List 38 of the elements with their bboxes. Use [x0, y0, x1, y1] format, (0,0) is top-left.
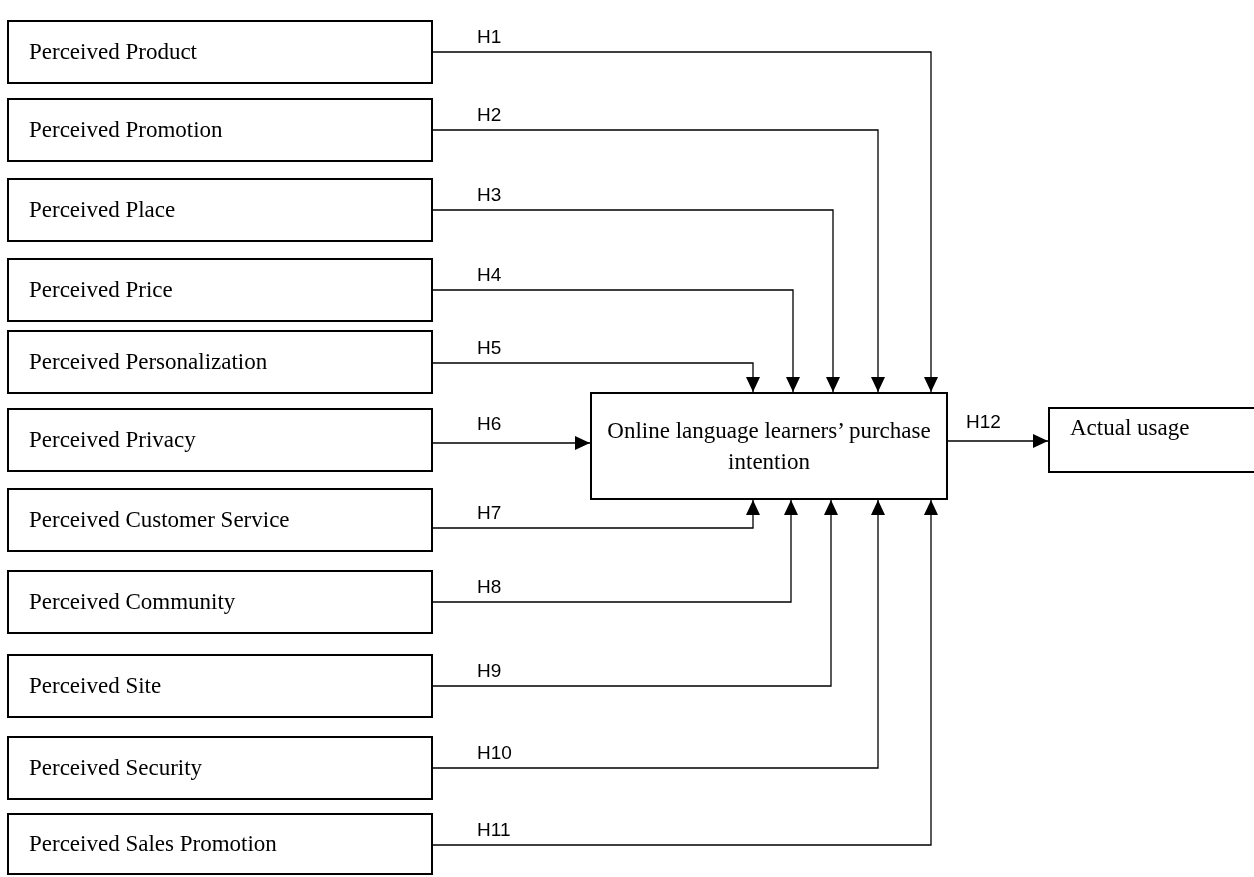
variable-box — [7, 736, 433, 800]
variable-box — [7, 20, 433, 84]
variable-box — [7, 654, 433, 718]
arrow — [432, 499, 938, 846]
arrow — [432, 129, 885, 393]
arrow — [432, 289, 800, 393]
node-text: Online language learners’ purchase intention — [606, 417, 932, 476]
arrow — [432, 51, 938, 393]
variable-box — [7, 813, 433, 875]
node-text: Perceived Price — [29, 277, 173, 303]
node-text: Perceived Personalization — [29, 349, 268, 375]
node-text: Perceived Promotion — [29, 117, 223, 143]
arrow — [947, 434, 1049, 448]
node-text: Perceived Site — [29, 673, 162, 699]
arrow — [432, 499, 838, 687]
arrow — [432, 499, 885, 769]
node-text: Perceived Community — [29, 589, 236, 615]
node-text: Perceived Sales Promotion — [29, 831, 277, 857]
variable-box — [7, 258, 433, 322]
variable-box — [7, 98, 433, 162]
variable-box — [1048, 407, 1254, 473]
variable-box — [7, 408, 433, 472]
construct-box — [590, 392, 948, 500]
variable-box — [7, 488, 433, 552]
arrow — [432, 209, 840, 393]
node-text: Actual usage — [1070, 415, 1190, 441]
variable-box — [7, 178, 433, 242]
variable-box — [7, 570, 433, 634]
arrow — [432, 362, 760, 393]
node-text: Perceived Place — [29, 197, 176, 223]
arrow — [432, 499, 798, 603]
node-text: Perceived Privacy — [29, 427, 196, 453]
node-text: Perceived Product — [29, 39, 197, 65]
arrow — [432, 436, 591, 450]
arrow — [432, 499, 760, 529]
variable-box — [7, 330, 433, 394]
node-text: Perceived Security — [29, 755, 203, 781]
node-text: Perceived Customer Service — [29, 507, 290, 533]
